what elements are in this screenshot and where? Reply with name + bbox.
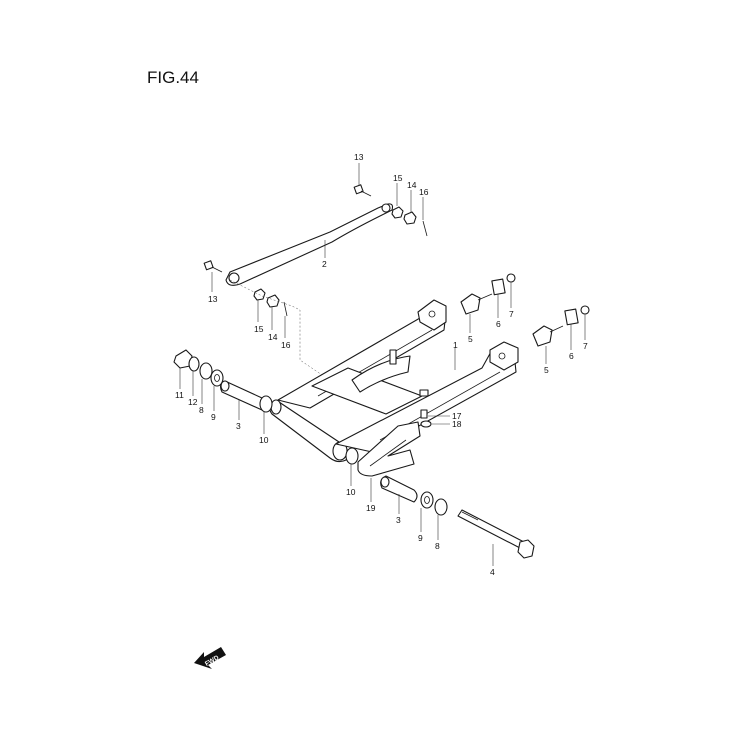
- callout-8-bottom: 8: [435, 541, 440, 551]
- upper-bolt-13: [353, 184, 372, 197]
- lower-washer-nut-14: [266, 294, 280, 308]
- callout-2: 2: [322, 259, 327, 269]
- callout-17: 17: [452, 411, 462, 421]
- callout-12: 12: [188, 397, 198, 407]
- callout-13-top: 13: [354, 152, 364, 162]
- pivot-bushing-10-right: [345, 447, 359, 465]
- adjuster-plate-left-6: [491, 278, 506, 296]
- callout-16-mid: 16: [281, 340, 291, 350]
- leader-lines: [179, 163, 586, 566]
- pivot-washer-9-right: [420, 491, 434, 509]
- callout-19: 19: [366, 503, 376, 513]
- callout-9-left: 9: [211, 412, 216, 422]
- chain-slider-19: [357, 421, 421, 477]
- callout-14-top: 14: [407, 180, 417, 190]
- chain-adjuster-left-5: [460, 293, 493, 315]
- guide-washer-18: [420, 420, 432, 428]
- rear-stay-bar: [225, 203, 394, 286]
- callout-11: 11: [175, 390, 184, 400]
- pivot-bolt-4: [457, 509, 535, 559]
- callout-4: 4: [490, 567, 495, 577]
- pivot-seal-8-left: [199, 362, 213, 380]
- lower-bolt-13: [203, 260, 223, 273]
- callout-labels: 13 15 14 16 2 13 15 14 16 5 6 7 1 5 6 7 …: [175, 152, 588, 577]
- adjuster-plate-right-6: [564, 308, 579, 326]
- pivot-collar-3-right: [380, 475, 418, 503]
- callout-3-left: 3: [236, 421, 241, 431]
- forward-arrow-icon: FWD: [194, 647, 226, 669]
- callout-1: 1: [453, 340, 458, 350]
- pivot-bushing-10-left: [259, 395, 273, 413]
- callout-9-bottom: 9: [418, 533, 423, 543]
- assembly-guide-line: [229, 279, 323, 376]
- figure-title: FIG.44: [147, 68, 199, 87]
- upper-nut-15: [391, 206, 404, 219]
- callout-7-right: 7: [583, 341, 588, 351]
- callout-5-right: 5: [544, 365, 549, 375]
- callout-6-right: 6: [569, 351, 574, 361]
- callout-6-left: 6: [496, 319, 501, 329]
- callout-14-mid: 14: [268, 332, 278, 342]
- upper-washer-nut-14: [403, 211, 417, 225]
- callout-7-left: 7: [509, 309, 514, 319]
- callout-15-top: 15: [393, 173, 403, 183]
- adjuster-nut-left-7: [506, 273, 516, 283]
- guide-bolt-17: [420, 409, 428, 419]
- callout-16-top: 16: [419, 187, 429, 197]
- adjuster-nut-right-7: [580, 305, 590, 315]
- callout-10-bottom: 10: [346, 487, 356, 497]
- pivot-seal-8-right: [434, 498, 448, 516]
- callout-18: 18: [452, 419, 462, 429]
- upper-cotter-pin-16: [422, 220, 428, 237]
- lower-cotter-pin-16: [283, 301, 288, 317]
- callout-5-left: 5: [468, 334, 473, 344]
- callout-8-left: 8: [199, 405, 204, 415]
- swing-arm: [269, 299, 519, 463]
- callout-13-left: 13: [208, 294, 218, 304]
- callout-10-left: 10: [259, 435, 269, 445]
- callout-3-bottom: 3: [396, 515, 401, 525]
- callout-15-mid: 15: [254, 324, 264, 334]
- pivot-washer-12: [188, 356, 200, 372]
- pivot-washer-9-left: [210, 369, 224, 387]
- chain-adjuster-right-5: [532, 325, 564, 347]
- pivot-collar-3-left: [219, 380, 266, 411]
